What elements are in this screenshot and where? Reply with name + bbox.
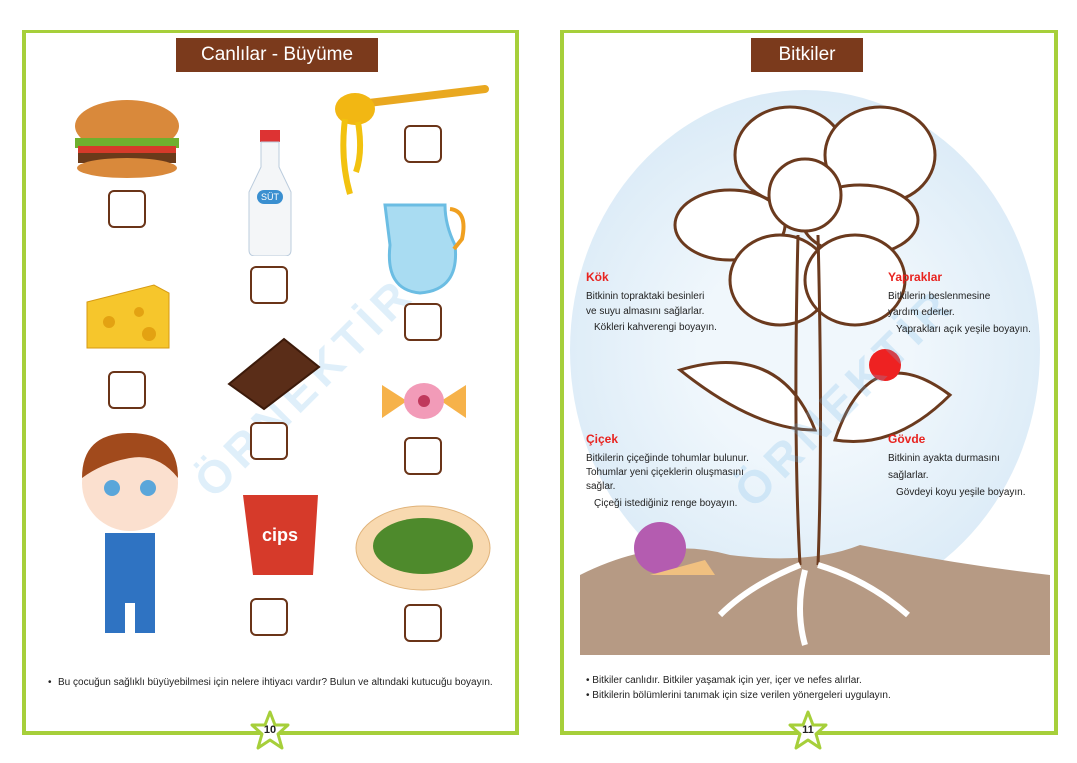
candy-image [382, 383, 466, 419]
left-page-title: Canlılar - Büyüme [176, 38, 378, 72]
right-note-2: • Bitkilerin bölümlerini tanımak için si… [586, 690, 891, 701]
yapraklar-line1: Bitkilerin beslenmesine [888, 291, 991, 302]
cicek-heading: Çiçek [586, 432, 619, 446]
cheese-image [86, 284, 170, 349]
chocolate-checkbox[interactable] [250, 422, 288, 460]
girl-image [82, 433, 178, 633]
chips-checkbox[interactable] [250, 598, 288, 636]
star-icon [788, 710, 828, 750]
snail-image [634, 522, 715, 575]
milk-label: SÜT [257, 190, 283, 204]
cheese-checkbox[interactable] [108, 371, 146, 409]
cicek-line2: Tohumlar yeni çiçeklerin oluşmasını [586, 467, 744, 478]
govde-line1: Bitkinin ayakta durmasını [888, 453, 1000, 464]
right-page-number: 11 [802, 724, 814, 736]
chips-label: cips [262, 525, 299, 545]
yapraklar-bullet: Yaprakları açık yeşile boyayın. [896, 324, 1031, 335]
milk-checkbox[interactable] [250, 266, 288, 304]
salad-checkbox[interactable] [404, 604, 442, 642]
honey-image [335, 85, 489, 195]
flower-outline-image [580, 105, 1050, 655]
yapraklar-line2: yardım ederler. [888, 307, 955, 318]
honey-checkbox[interactable] [404, 125, 442, 163]
kok-heading: Kök [586, 270, 609, 284]
govde-bullet: Gövdeyi koyu yeşile boyayın. [896, 487, 1026, 498]
hamburger-checkbox[interactable] [108, 190, 146, 228]
left-page-number: 10 [263, 724, 277, 736]
left-instruction: Bu çocuğun sağlıklı büyüyebilmesi için n… [58, 677, 493, 688]
right-note-1: • Bitkiler canlıdır. Bitkiler yaşamak iç… [586, 675, 862, 686]
hamburger-image [75, 100, 179, 178]
chocolate-image [227, 337, 321, 411]
right-page-title: Bitkiler [751, 38, 863, 72]
right-note-1-text: Bitkiler canlıdır. Bitkiler yaşamak için… [592, 675, 862, 686]
govde-heading: Gövde [888, 432, 926, 446]
govde-line2: sağlarlar. [888, 470, 929, 481]
kok-bullet: Kökleri kahverengi boyayın. [594, 322, 717, 333]
right-note-2-text: Bitkilerin bölümlerini tanımak için size… [592, 690, 891, 701]
water-jug-image [383, 203, 466, 295]
salad-image [355, 505, 491, 591]
star-icon [250, 710, 290, 750]
kok-line2: ve suyu almasını sağlarlar. [586, 306, 705, 317]
candy-checkbox[interactable] [404, 437, 442, 475]
kok-line1: Bitkinin topraktaki besinleri [586, 291, 705, 302]
cicek-line1: Bitkilerin çiçeğinde tohumlar bulunur. [586, 453, 749, 464]
chips-image [243, 495, 318, 575]
left-instruction-bullet: • [48, 677, 52, 688]
cicek-bullet: Çiçeği istediğiniz renge boyayın. [594, 498, 738, 509]
water-jug-checkbox[interactable] [404, 303, 442, 341]
cicek-line3: sağlar. [586, 481, 616, 492]
yapraklar-heading: Yapraklar [888, 270, 943, 284]
